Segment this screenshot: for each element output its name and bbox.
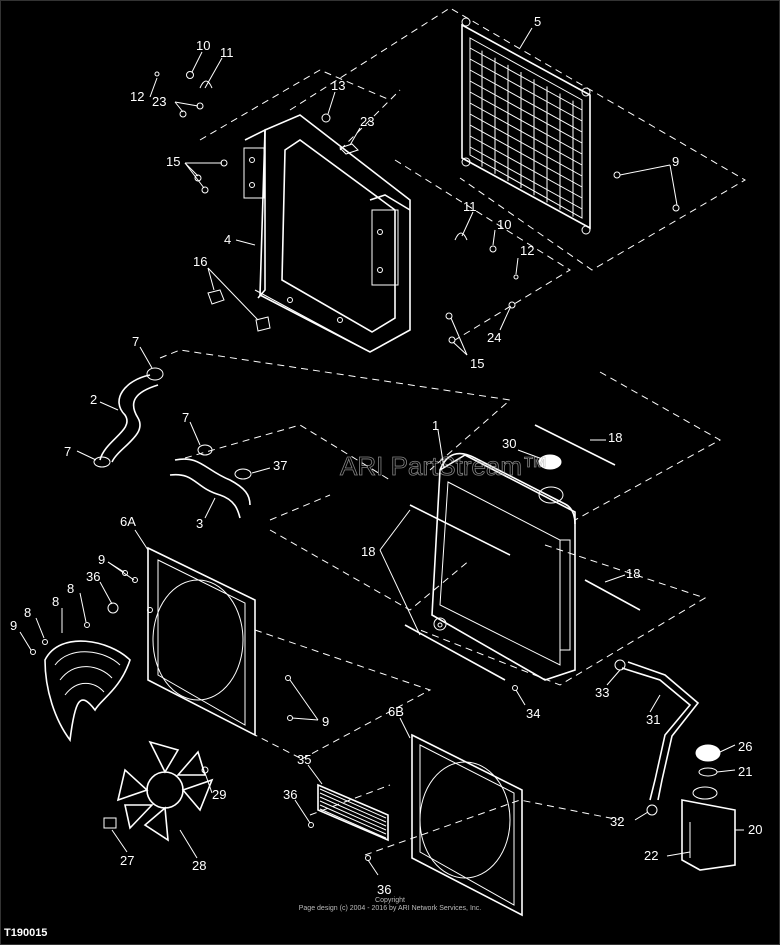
callout-13: 11 [220, 45, 234, 60]
screen-mesh-line [319, 808, 387, 839]
oil-cooler-core[interactable] [461, 17, 591, 235]
callout-1: 1 [432, 418, 439, 433]
cooler-fin [469, 102, 583, 166]
seal-strips [404, 424, 641, 681]
screen-mesh-line [319, 804, 387, 835]
callout-2: 2 [90, 392, 97, 407]
radiator[interactable] [431, 452, 576, 681]
callout-37: 36 [86, 569, 100, 584]
callout-23: 23 [360, 114, 374, 129]
callout-16: 13 [331, 78, 345, 93]
callout-15b: 12 [520, 243, 534, 258]
callout-36-a: 36 [283, 787, 297, 802]
callout-13b: 11 [463, 199, 477, 214]
callout-12b: 10 [497, 217, 511, 232]
cooler-fin [469, 146, 583, 210]
callout-15: 12 [130, 89, 144, 104]
callout-12: 10 [196, 38, 210, 53]
callout-34: 34 [526, 706, 540, 721]
radiator-screen[interactable] [317, 783, 389, 842]
watermark: ARI PartStream™ [340, 451, 548, 481]
cooler-fin [469, 91, 583, 155]
callout-8: 8 [52, 594, 59, 609]
cooler-fin [469, 124, 583, 188]
cooler-fin [469, 80, 583, 144]
callout-20: 20 [748, 822, 762, 837]
fan-guard[interactable] [44, 640, 131, 743]
cooler-fin [469, 69, 583, 133]
callout-19-c: 18 [626, 566, 640, 581]
cooler-fin [469, 113, 583, 177]
callout-25: 24 [487, 330, 501, 345]
tank-cap [695, 744, 721, 762]
upper-radiator-hose[interactable] [99, 367, 164, 463]
screen-mesh-line [319, 792, 387, 823]
callout-26: 26 [738, 739, 752, 754]
overflow-hose[interactable] [621, 661, 700, 801]
callout-10-b: 8 [24, 605, 31, 620]
callout-9-c: 9 [322, 714, 329, 729]
callout-24: 23 [152, 94, 166, 109]
screen-mesh-line [319, 788, 387, 819]
copyright-label: Copyright [375, 897, 405, 904]
callout-labels: 10 11 12 23 13 23 5 9 15 4 16 11 10 12 2… [10, 14, 762, 897]
coolant-recovery-tank[interactable] [681, 786, 736, 871]
cooler-fin [469, 58, 583, 122]
callout-7-a: 7 [132, 334, 139, 349]
callout-17-upper: 15 [166, 154, 180, 169]
radiator-cap [538, 454, 562, 470]
cooler-fin [469, 135, 583, 199]
callout-28: 28 [192, 858, 206, 873]
cooler-fin [469, 47, 583, 111]
screen-mesh-line [319, 800, 387, 831]
upper-hardware [154, 71, 680, 344]
hose-clamp-lower [93, 456, 111, 468]
callout-18: 16 [193, 254, 207, 269]
callout-6b: 6B [388, 704, 404, 719]
callout-11: 9 [672, 154, 679, 169]
callout-3: 3 [196, 516, 203, 531]
callout-5: 5 [534, 14, 541, 29]
callout-33: 33 [595, 685, 609, 700]
callout-38: 37 [273, 458, 287, 473]
copyright-text: Page design (c) 2004 - 2016 by ARI Netwo… [298, 905, 482, 912]
callout-27: 27 [120, 853, 134, 868]
callout-29: 29 [212, 787, 226, 802]
callout-36-b: 36 [377, 882, 391, 897]
callout-19-a: 18 [608, 430, 622, 445]
callout-9-a: 9 [98, 552, 105, 567]
callout-4: 4 [224, 232, 231, 247]
figure-id: T190015 [4, 927, 48, 939]
callout-35: 35 [297, 752, 311, 767]
fan-shroud-rear[interactable] [411, 733, 523, 917]
callout-6a: 6A [120, 514, 136, 529]
callout-22: 22 [644, 848, 658, 863]
leader-lines [19, 27, 744, 876]
callout-31: 31 [646, 712, 660, 727]
lower-radiator-hose[interactable] [169, 444, 252, 519]
callout-17-lower: 15 [470, 356, 484, 371]
callout-19-b: 18 [361, 544, 375, 559]
cap-gasket [698, 767, 718, 777]
callout-9-b: 9 [10, 618, 17, 633]
callout-10-a: 8 [67, 581, 74, 596]
callout-21: 21 [738, 764, 752, 779]
callout-30: 30 [502, 436, 516, 451]
misc-hardware [30, 570, 658, 861]
callout-7-c: 7 [182, 410, 189, 425]
fan-shroud-front[interactable] [147, 546, 256, 737]
cooling-fan[interactable] [116, 740, 214, 842]
radiator-support-frame[interactable] [243, 114, 411, 353]
screen-mesh-line [319, 796, 387, 827]
callout-32: 32 [610, 814, 624, 829]
assembly-guide-lines [159, 7, 746, 856]
callout-7-b: 7 [64, 444, 71, 459]
